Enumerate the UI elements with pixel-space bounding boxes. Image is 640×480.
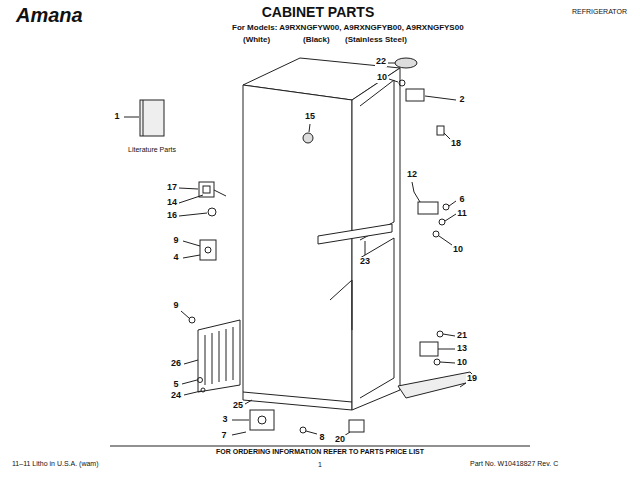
callout-number: 10	[452, 245, 464, 255]
diagram-title: CABINET PARTS	[262, 5, 375, 20]
callout-number: 16	[166, 211, 178, 221]
callout-number: 7	[220, 431, 227, 441]
callout-number: 10	[376, 73, 388, 83]
callout-number: 15	[304, 112, 316, 122]
callout-number: 11	[456, 209, 468, 219]
callout-number: 18	[450, 139, 462, 149]
callout-number: 24	[170, 391, 182, 401]
callout-number: 21	[456, 331, 468, 341]
callout-number: 23	[359, 257, 371, 267]
callout-number: 6	[458, 195, 465, 205]
print-info: 11–11 Litho in U.S.A. (wam)	[12, 460, 99, 468]
callout-number: 8	[318, 433, 325, 443]
model-color: (Black)	[303, 36, 330, 45]
appliance-type: REFRIGERATOR	[572, 8, 627, 16]
page-number: 1	[318, 461, 322, 469]
callout-number: 26	[170, 359, 182, 369]
callout-number: 2	[458, 95, 465, 105]
callout-number: 9	[172, 301, 179, 311]
callout-number: 17	[166, 183, 178, 193]
callout-number: 20	[334, 435, 346, 445]
callout-number: 19	[466, 374, 478, 384]
part-number: Part No. W10418827 Rev. C	[470, 460, 558, 468]
callout-number: 9	[172, 236, 179, 246]
model-color: (White)	[243, 36, 270, 45]
callout-number: 12	[406, 170, 418, 180]
callout-number: 14	[166, 198, 178, 208]
callout-number: 4	[172, 253, 179, 263]
group-label: Literature Parts	[128, 146, 176, 154]
model-color: (Stainless Steel)	[345, 36, 407, 45]
footer-note: FOR ORDERING INFORMATION REFER TO PARTS …	[216, 448, 424, 456]
callout-number: 22	[375, 57, 387, 67]
callout-number: 25	[232, 401, 244, 411]
callout-number: 10	[456, 358, 468, 368]
model-list: For Models: A9RXNGFYW00, A9RXNGFYB00, A9…	[232, 24, 464, 33]
callout-number: 1	[113, 112, 120, 122]
callout-number: 3	[221, 415, 228, 425]
callout-number: 13	[456, 344, 468, 354]
callout-number: 5	[172, 380, 179, 390]
brand-logo: Amana	[16, 4, 83, 26]
